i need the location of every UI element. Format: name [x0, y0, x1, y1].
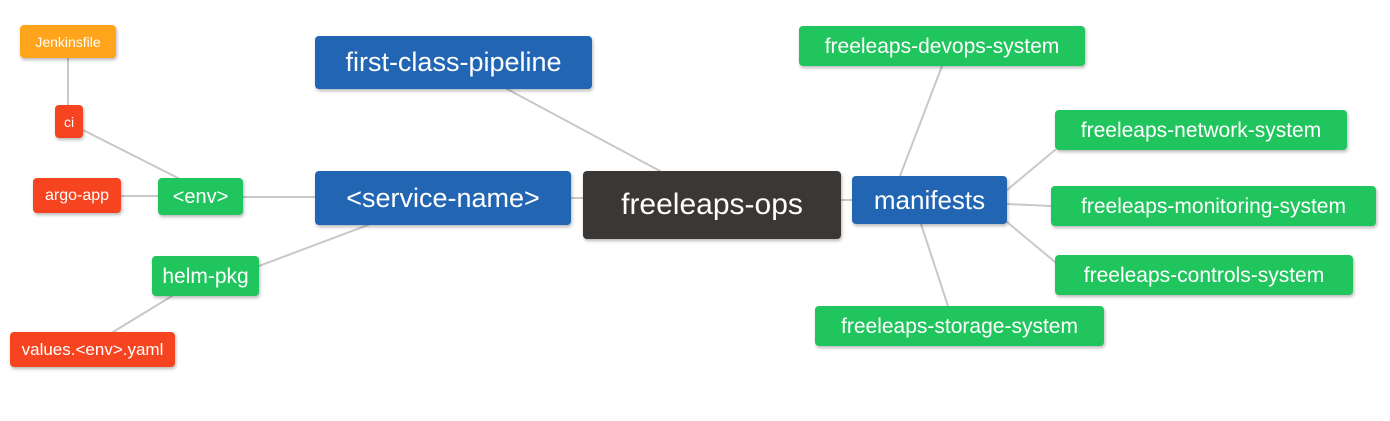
edge-monitoring-to-manifests [1006, 203, 1052, 207]
node-root[interactable]: freeleaps-ops [583, 171, 841, 239]
node-label-env: <env> [172, 185, 229, 208]
node-jenkins[interactable]: Jenkinsfile [20, 25, 116, 58]
node-label-storage: freeleaps-storage-system [841, 314, 1078, 338]
node-env[interactable]: <env> [158, 178, 243, 215]
node-controls[interactable]: freeleaps-controls-system [1055, 255, 1353, 295]
node-storage[interactable]: freeleaps-storage-system [815, 306, 1104, 346]
node-label-jenkins: Jenkinsfile [35, 33, 101, 50]
node-label-values: values.<env>.yaml [21, 340, 164, 359]
node-manifests[interactable]: manifests [852, 176, 1007, 224]
edge-devops-to-manifests [899, 65, 943, 177]
node-label-manifests: manifests [873, 185, 986, 215]
node-monitoring[interactable]: freeleaps-monitoring-system [1051, 186, 1376, 226]
node-label-network: freeleaps-network-system [1080, 118, 1322, 142]
node-label-helm: helm-pkg [162, 264, 249, 288]
node-ci[interactable]: ci [55, 105, 83, 138]
node-label-monitoring: freeleaps-monitoring-system [1081, 194, 1346, 218]
node-values[interactable]: values.<env>.yaml [10, 332, 175, 367]
node-label-root: freeleaps-ops [621, 188, 803, 221]
node-pipeline[interactable]: first-class-pipeline [315, 36, 592, 89]
node-helm[interactable]: helm-pkg [152, 256, 259, 296]
edge-storage-to-manifests [920, 223, 949, 307]
edge-controls-to-manifests [1006, 221, 1056, 263]
edge-values-to-helm [112, 295, 173, 333]
edge-ci-to-env [82, 129, 179, 179]
node-label-ci: ci [63, 113, 75, 130]
node-service[interactable]: <service-name> [315, 171, 571, 225]
node-label-devops: freeleaps-devops-system [824, 34, 1060, 58]
node-devops[interactable]: freeleaps-devops-system [799, 26, 1085, 66]
node-argo[interactable]: argo-app [33, 178, 121, 213]
node-label-argo: argo-app [44, 186, 110, 204]
node-label-service: <service-name> [346, 182, 540, 213]
node-label-controls: freeleaps-controls-system [1083, 263, 1325, 287]
node-network[interactable]: freeleaps-network-system [1055, 110, 1347, 150]
edge-helm-to-service [258, 224, 369, 267]
node-label-pipeline: first-class-pipeline [345, 47, 562, 77]
edge-pipeline-to-root [506, 88, 661, 172]
edge-network-to-manifests [1006, 149, 1056, 191]
